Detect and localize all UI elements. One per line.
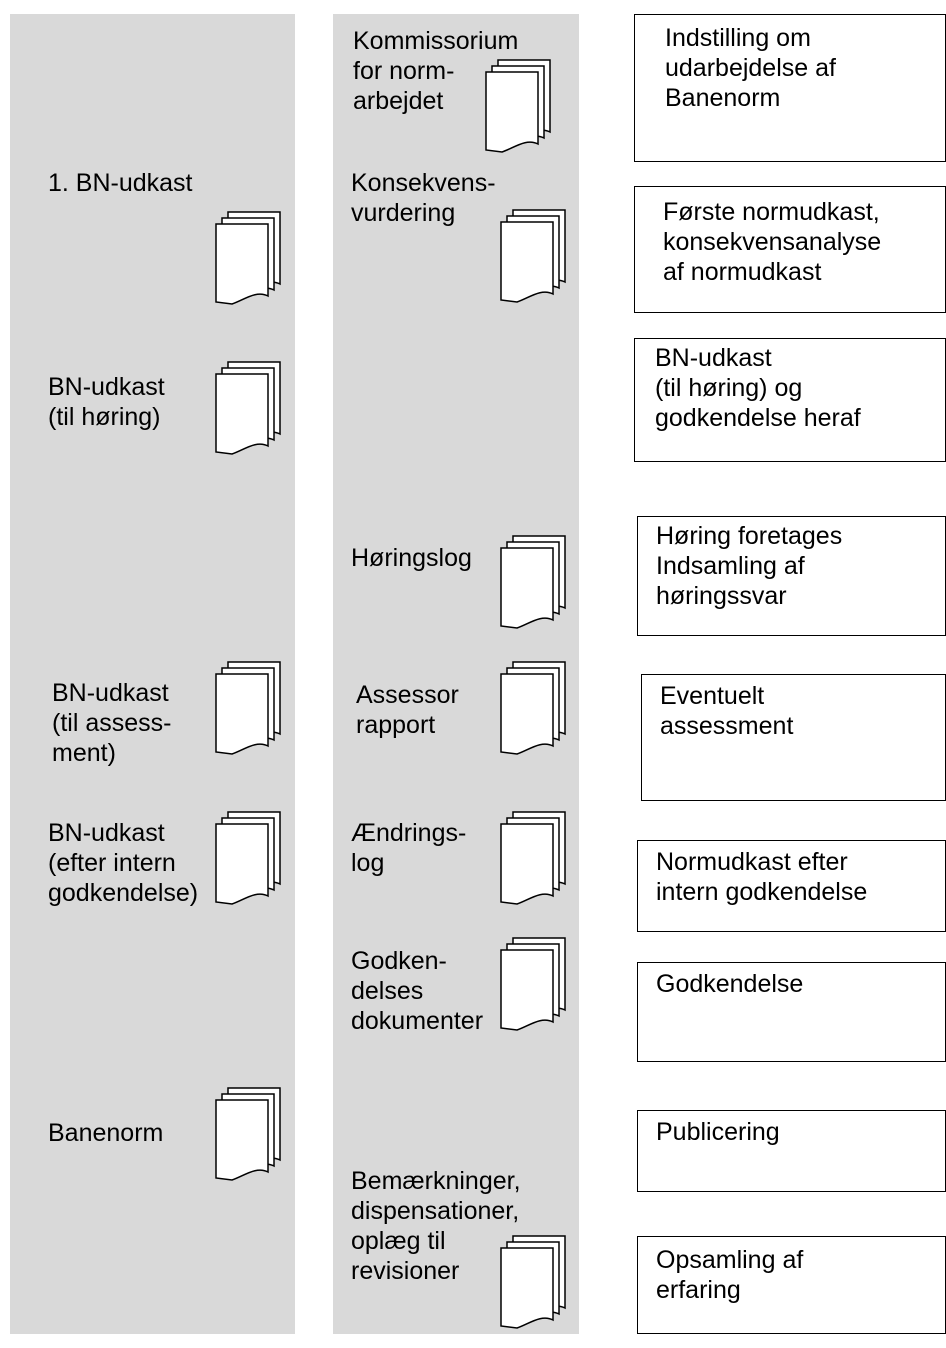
middle-item-label: Godken- delses dokumenter [351,947,484,1035]
left-item-label: 1. BN-udkast [48,169,193,197]
document-stack-icon [214,660,284,756]
left-item-label: Banenorm [48,1119,164,1147]
left-item-label: BN-udkast (efter intern godkendelse) [48,819,199,907]
middle-item-label: Bemærkninger, dispensationer, oplæg til … [351,1167,521,1285]
process-step-label: Opsamling af erfaring [656,1246,804,1304]
middle-item-label: Ændrings- log [351,819,467,877]
process-step-label: Høring foretages Indsamling af høringssv… [656,522,843,610]
process-step-box: Opsamling af erfaring [637,1236,946,1334]
left-item-label: BN-udkast (til assess- ment) [52,679,172,767]
process-step-box: Publicering [637,1110,946,1192]
document-stack-icon [484,58,554,154]
process-step-box: Godkendelse [637,962,946,1062]
middle-item-label: Kommissorium for norm- arbejdet [353,27,519,115]
process-step-box: Indstilling om udarbejdelse af Banenorm [634,14,946,162]
document-stack-icon [214,810,284,906]
process-step-box: Første normudkast, konsekvensanalyse af … [634,186,946,313]
process-step-label: Godkendelse [656,970,804,998]
document-stack-icon [214,1086,284,1182]
process-step-label: Første normudkast, konsekvensanalyse af … [663,198,882,286]
process-step-box: Høring foretages Indsamling af høringssv… [637,516,946,636]
process-step-label: Publicering [656,1118,780,1146]
middle-item-label: Assessor rapport [356,681,459,739]
document-stack-icon [214,210,284,306]
process-step-box: Normudkast efter intern godkendelse [637,840,946,932]
left-item-label: BN-udkast (til høring) [48,373,165,431]
process-step-label: BN-udkast (til høring) og godkendelse he… [655,344,861,432]
document-stack-icon [214,360,284,456]
document-stack-icon [499,1234,569,1330]
document-stack-icon [499,660,569,756]
process-step-box: BN-udkast (til høring) og godkendelse he… [634,338,946,462]
middle-item-label: Høringslog [351,544,472,572]
document-stack-icon [499,936,569,1032]
middle-item-label: Konsekvens- vurdering [351,169,496,227]
process-step-label: Eventuelt assessment [660,682,794,740]
process-step-label: Normudkast efter intern godkendelse [656,848,868,906]
document-stack-icon [499,534,569,630]
document-stack-icon [499,208,569,304]
document-stack-icon [499,810,569,906]
process-step-label: Indstilling om udarbejdelse af Banenorm [665,24,836,112]
process-step-box: Eventuelt assessment [641,674,946,801]
